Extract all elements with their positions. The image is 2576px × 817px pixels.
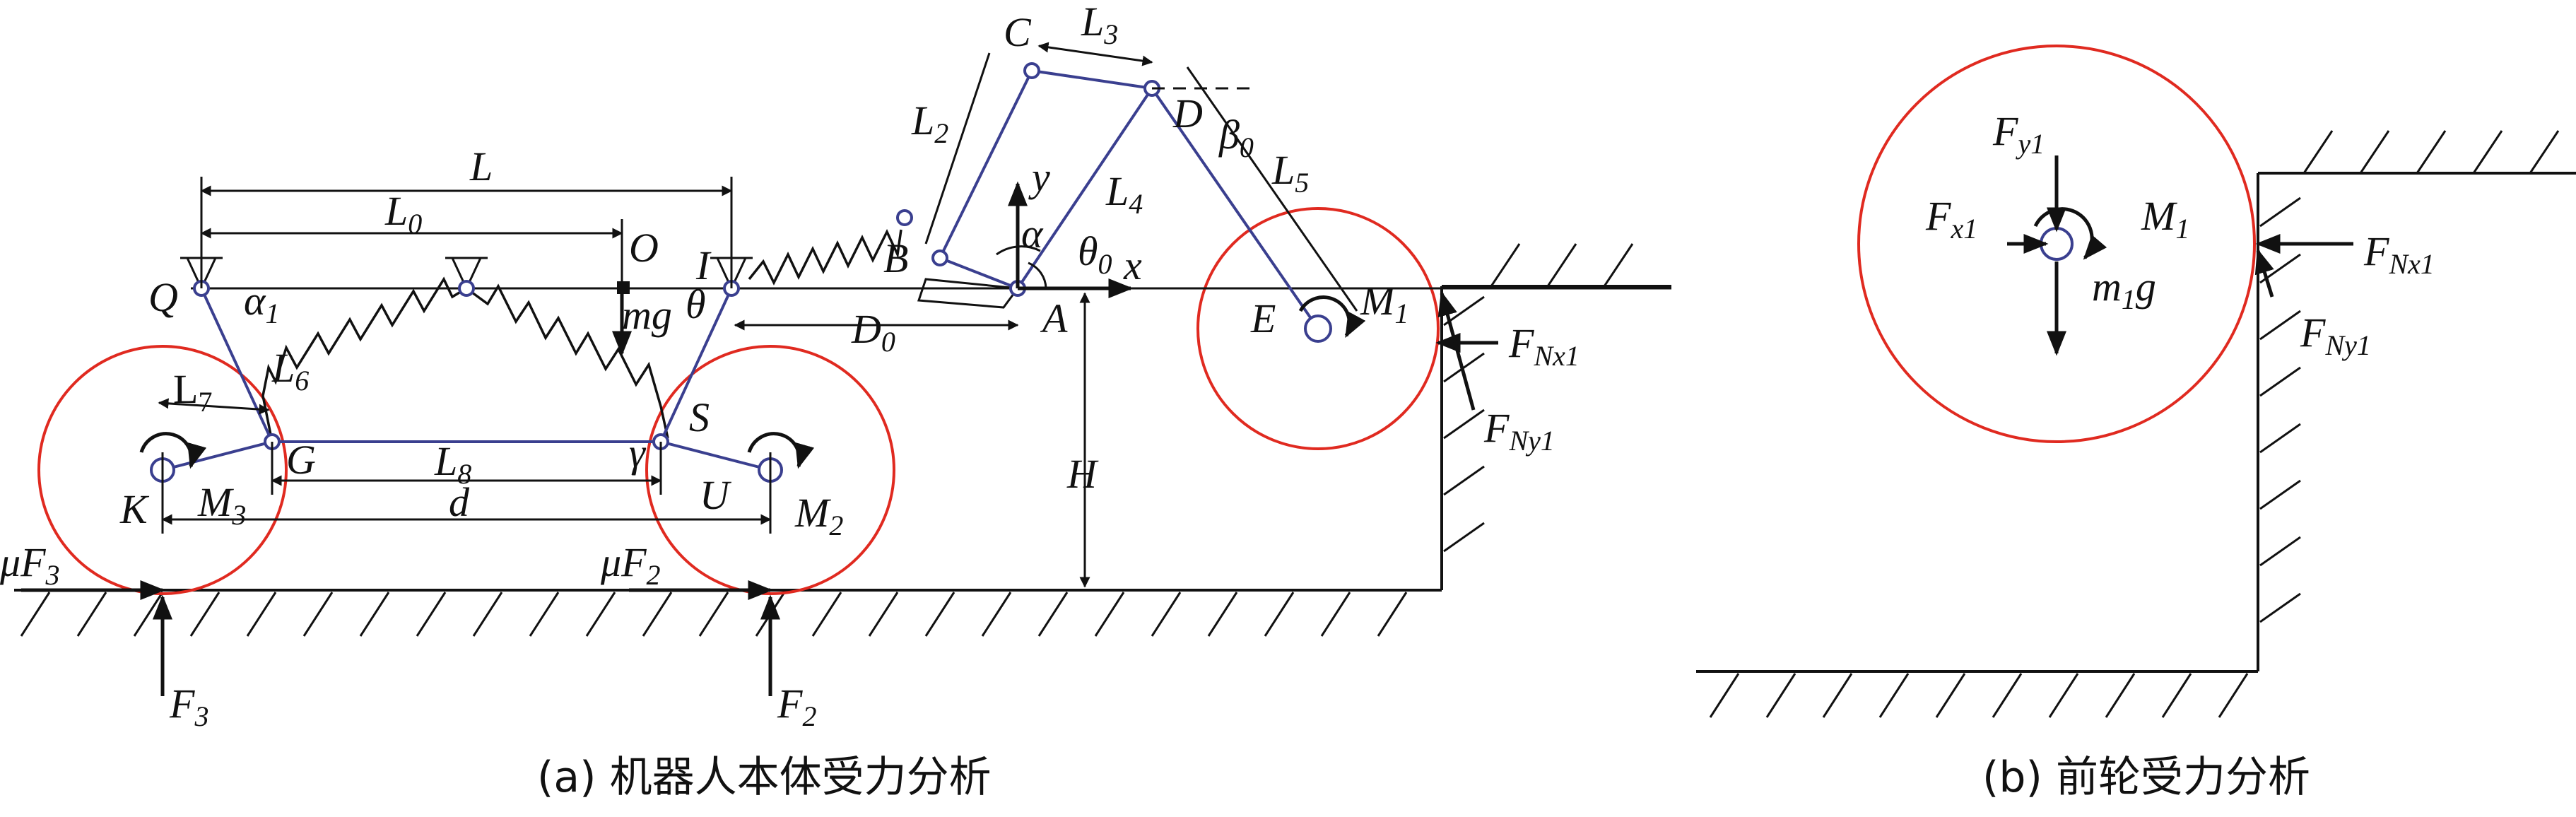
- label-o: O: [629, 225, 659, 271]
- arm-base: [917, 278, 1020, 309]
- label-muf2: μF2: [600, 539, 661, 591]
- label-m1-b: M1: [2141, 193, 2189, 245]
- label-f3: F3: [169, 681, 208, 732]
- dim-l5: [1186, 66, 1358, 312]
- link-bc: [939, 70, 1033, 259]
- label-axis-y: y: [1028, 154, 1050, 200]
- label-i: I: [695, 242, 712, 288]
- moment-m3: [139, 432, 207, 469]
- force-fny1-b: [2254, 248, 2274, 298]
- label-alpha: α: [1021, 211, 1044, 257]
- label-m3: M3: [197, 479, 246, 531]
- dim-l7: [158, 398, 270, 415]
- label-dim-l: L: [469, 143, 493, 189]
- link-is: [659, 288, 733, 442]
- label-fnx1-b: FNx1: [2363, 228, 2435, 280]
- angle-alpha: [996, 245, 1041, 256]
- label-dim-d: d: [449, 479, 470, 525]
- label-dim-d0: D0: [851, 306, 895, 358]
- label-dim-l4: L4: [1105, 168, 1143, 220]
- link-cd: [1031, 69, 1153, 90]
- link-su: [660, 440, 771, 471]
- label-fny1-b: FNy1: [2300, 310, 2371, 361]
- spring-left: [261, 276, 467, 442]
- panel-a: Q O I G S K U A B C D E L L0 D0 L8 d H L…: [0, 0, 1671, 802]
- label-alpha1: α1: [244, 278, 279, 329]
- spring-top-end: [896, 209, 913, 226]
- label-a: A: [1040, 295, 1068, 341]
- dim-l3: [1037, 42, 1153, 66]
- label-mg: mg: [622, 292, 672, 338]
- joint-mid: [458, 280, 475, 297]
- joint-e: [1304, 315, 1332, 343]
- label-d: D: [1172, 90, 1203, 136]
- moment-m2: [747, 432, 815, 469]
- label-dim-h: H: [1066, 451, 1099, 497]
- caption-b: (b) 前轮受力分析: [1982, 753, 2310, 802]
- label-m2: M2: [794, 490, 843, 541]
- spring-top: [748, 228, 902, 286]
- label-m1: M1: [1360, 278, 1408, 329]
- caption-a: (a) 机器人本体受力分析: [537, 753, 992, 802]
- label-e: E: [1250, 295, 1276, 341]
- label-f2: F2: [777, 681, 816, 732]
- moment-m1-b: [2033, 207, 2107, 260]
- support-mid: [445, 257, 488, 291]
- label-dim-l3: L3: [1081, 0, 1118, 50]
- label-theta: θ: [686, 281, 706, 327]
- front-wheel-free-body: [1857, 45, 2256, 443]
- joint-c: [1023, 62, 1040, 79]
- label-fny1: FNy1: [1483, 405, 1555, 457]
- label-k: K: [119, 486, 150, 532]
- label-s: S: [689, 394, 710, 440]
- label-u: U: [700, 472, 732, 518]
- label-dim-l5: L5: [1271, 147, 1309, 199]
- label-fy1: Fy1: [1992, 108, 2045, 160]
- label-g: G: [286, 437, 316, 483]
- label-dim-l0: L0: [384, 188, 422, 240]
- joint-b: [931, 249, 948, 266]
- force-fny1: [1437, 290, 1476, 411]
- label-m1g: m1g: [2092, 264, 2156, 315]
- label-gamma: γ: [629, 430, 647, 476]
- spring-right: [465, 283, 669, 439]
- label-dim-l2: L2: [911, 98, 948, 149]
- front-wheel-e: [1196, 207, 1440, 450]
- link-de: [1151, 87, 1319, 330]
- label-beta0: β0: [1218, 112, 1254, 163]
- label-b: B: [883, 235, 908, 281]
- label-fx1: Fx1: [1925, 193, 1977, 245]
- label-axis-x: x: [1123, 242, 1142, 288]
- label-muf3: μF3: [0, 539, 60, 591]
- label-dim-l6: L6: [271, 345, 309, 396]
- link-qg: [200, 288, 274, 442]
- link-da: [1016, 87, 1153, 290]
- label-dim-l7: L7: [173, 366, 212, 418]
- moment-m1: [1298, 295, 1366, 339]
- link-ba: [939, 257, 1018, 290]
- dim-l2: [924, 52, 991, 245]
- ground-b: [1696, 130, 2576, 718]
- angle-theta0: [1028, 261, 1047, 289]
- label-fnx1: FNx1: [1508, 320, 1580, 372]
- label-theta0: θ0: [1078, 228, 1112, 280]
- label-q: Q: [148, 274, 178, 320]
- panel-b: Fy1 Fx1 M1 m1g FNx1 FNy1 (b) 前轮受力分析: [1696, 45, 2576, 802]
- link-kg: [162, 440, 273, 471]
- label-c: C: [1004, 9, 1032, 55]
